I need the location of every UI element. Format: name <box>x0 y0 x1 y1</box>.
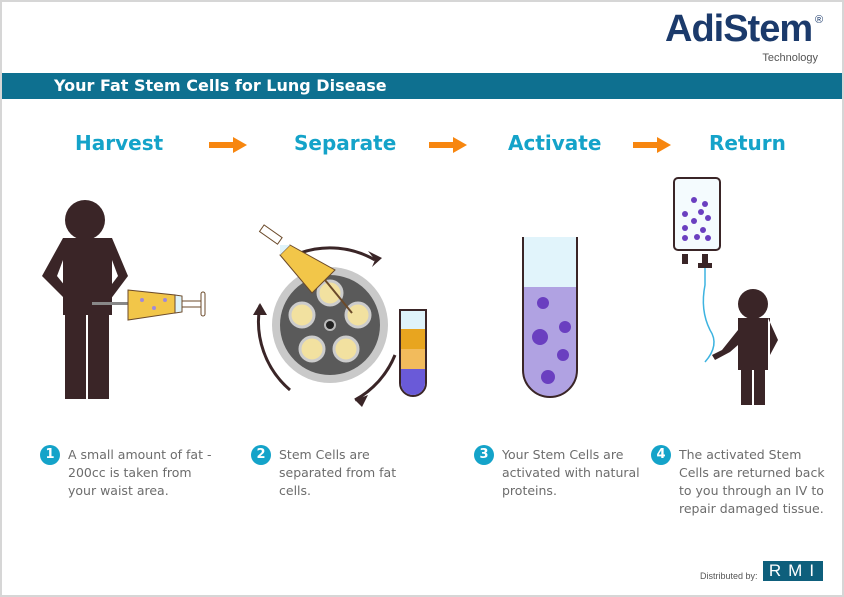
step-description-text: A small amount of fat - 200cc is taken f… <box>68 447 212 498</box>
separate-illustration <box>253 224 427 407</box>
step-title-separate: Separate <box>294 131 397 155</box>
step-description-text: The activated Stem Cells are returned ba… <box>679 447 825 516</box>
test-tube-icon <box>399 309 427 397</box>
registered-mark: ® <box>815 14 824 26</box>
arrow-right-icon <box>429 137 467 153</box>
rotation-arrows-icon <box>256 246 397 402</box>
step-description-text: Your Stem Cells are activated with natur… <box>502 447 640 498</box>
test-tube-icon <box>522 237 578 398</box>
step-number-badge: 3 <box>474 445 494 465</box>
harvest-illustration <box>42 200 206 399</box>
person-figure-icon <box>712 289 778 405</box>
iv-bag-icon <box>673 177 721 363</box>
arrow-right-icon <box>209 137 247 153</box>
step-number-badge: 4 <box>651 445 671 465</box>
adistem-logo: AdiStem ® Technology <box>665 8 830 68</box>
step-number-badge: 2 <box>251 445 271 465</box>
title-banner: Your Fat Stem Cells for Lung Disease <box>2 73 842 99</box>
step-title-activate: Activate <box>508 131 602 155</box>
logo-subtitle: Technology <box>762 52 818 64</box>
step-title-harvest: Harvest <box>75 131 164 155</box>
page-title: Your Fat Stem Cells for Lung Disease <box>54 76 387 95</box>
syringe-icon <box>92 289 206 321</box>
step-number-badge: 1 <box>40 445 60 465</box>
step-description-text: Stem Cells are separated from fat cells. <box>279 447 397 498</box>
centrifuge-icon <box>272 267 388 383</box>
activate-illustration <box>522 237 578 398</box>
return-illustration <box>673 177 778 405</box>
distributed-by-label: Distributed by: <box>700 571 758 581</box>
step-title-return: Return <box>709 131 786 155</box>
rmi-logo: RMI <box>763 561 823 581</box>
person-figure-icon <box>42 200 128 399</box>
arrow-right-icon <box>633 137 671 153</box>
syringe-icon <box>258 224 353 314</box>
logo-name: AdiStem <box>665 8 813 50</box>
